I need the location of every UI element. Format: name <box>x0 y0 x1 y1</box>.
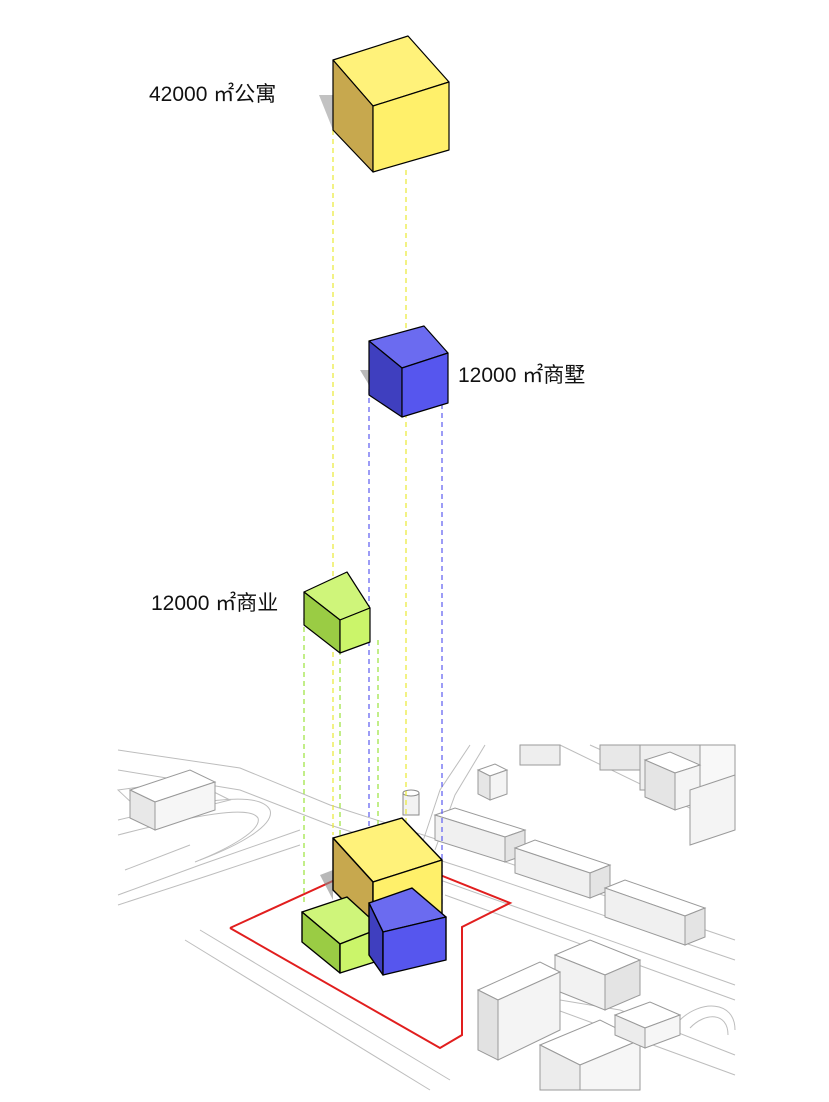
projection-lines <box>303 130 443 930</box>
grounded-villa <box>368 887 447 976</box>
context-cylinder <box>402 789 420 816</box>
grounded-commercial <box>301 896 382 974</box>
commercial-mass <box>303 571 371 654</box>
villa-area-unit: ㎡ <box>522 364 544 387</box>
apartment-area-value: 42000 <box>149 83 208 106</box>
villa-area-value: 12000 <box>458 364 517 387</box>
apartment-area-label: 42000 ㎡公寓 <box>149 84 276 105</box>
commercial-use: 商业 <box>236 592 279 615</box>
villa-use: 商墅 <box>543 364 586 387</box>
commercial-area-unit: ㎡ <box>215 592 237 615</box>
villa-area-label: 12000 ㎡商墅 <box>458 365 585 386</box>
apartment-use: 公寓 <box>234 83 277 106</box>
apartment-mass <box>319 35 450 173</box>
context-buildings <box>128 744 736 1091</box>
commercial-area-value: 12000 <box>151 592 210 615</box>
commercial-area-label: 12000 ㎡商业 <box>151 593 278 614</box>
villa-mass <box>360 325 449 418</box>
apartment-area-unit: ㎡ <box>213 83 235 106</box>
